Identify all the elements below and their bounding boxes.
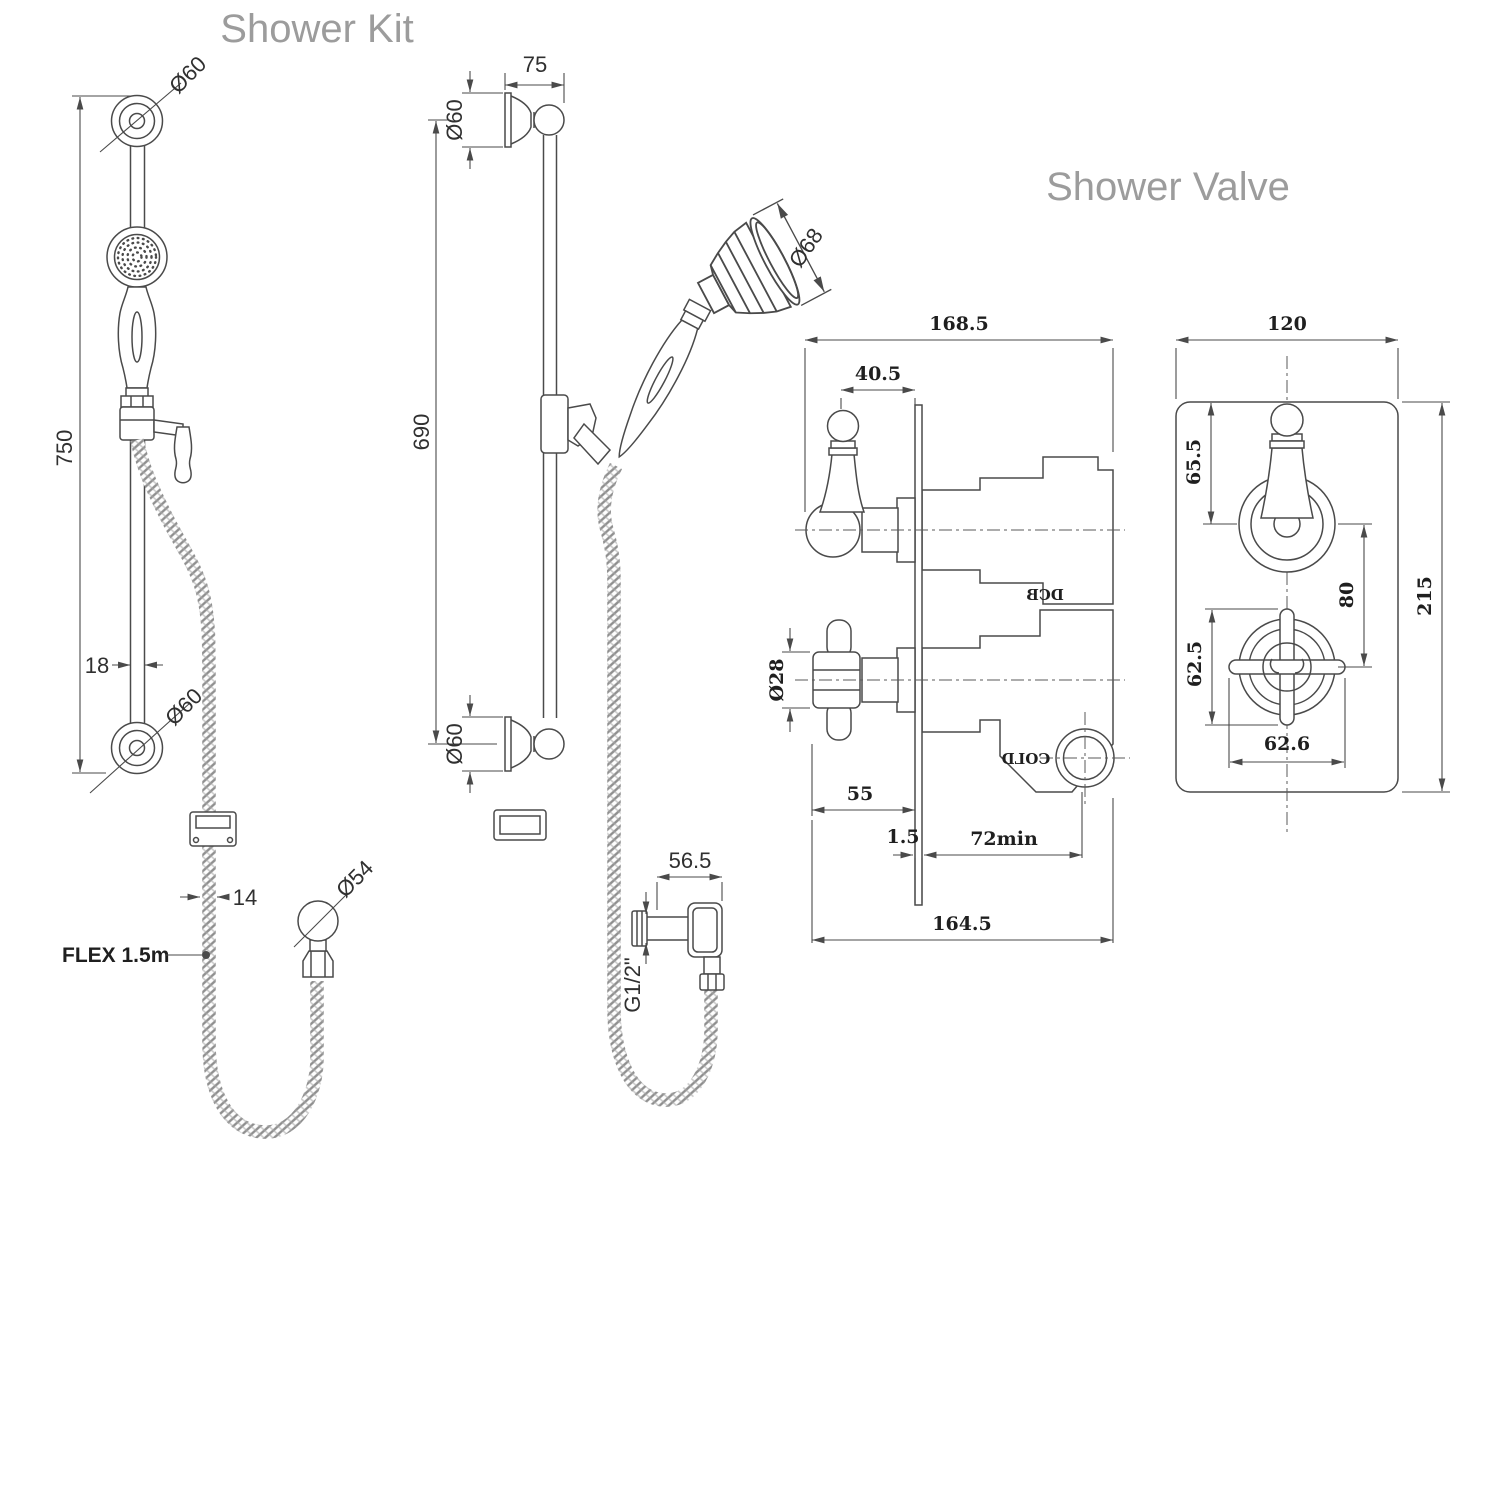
shower-hose: [130, 438, 324, 1139]
lever-handle-side: [805, 409, 916, 563]
handset-handle: [117, 286, 157, 389]
lever-handle-front: [1238, 403, 1336, 573]
hose-connector: Ø54: [293, 855, 378, 978]
ks-label-thread: G1/2": [620, 957, 645, 1013]
outlet-elbow: [631, 902, 725, 991]
vf-label-62-5: 62.5: [1184, 641, 1206, 687]
vs-label-overall: 168.5: [929, 313, 989, 335]
kf-label-flex: FLEX 1.5m: [62, 944, 169, 967]
ks-label-depth75: 75: [523, 52, 547, 77]
kf-label-rail-dia: 18: [85, 653, 109, 678]
dim-plate-thickness: 1.5: [886, 826, 923, 903]
dim-overall-width: 168.5: [804, 313, 1114, 512]
lever-knob: [173, 426, 193, 484]
dim-outlet-depth: 56.5: [656, 848, 723, 910]
kf-label-hose-dia: 14: [233, 885, 257, 910]
slide-rail: [129, 143, 146, 724]
vs-label-cold: COLD: [1002, 750, 1051, 768]
dim-plate-width: 120: [1175, 313, 1399, 399]
slider-side: [540, 394, 612, 466]
vs-label-dcb: DCB: [1026, 586, 1064, 604]
ks-label-bottom-dia: Ø60: [442, 723, 467, 765]
valve-side-view: 168.5 40.5: [766, 313, 1130, 944]
dim-rail-dia: 18: [85, 653, 163, 678]
hose-wall-clip: [189, 811, 237, 847]
vf-label-80: 80: [1336, 582, 1358, 608]
ks-label-outlet: 56.5: [669, 848, 712, 873]
dim-top-handle-offset: 65.5: [1183, 403, 1237, 525]
vs-label-55: 55: [847, 783, 873, 805]
dim-handle-length: 55: [811, 744, 915, 816]
kit-title: Shower Kit: [220, 7, 413, 51]
dim-handle-dia: Ø28: [766, 628, 810, 732]
dim-bar-length: 690: [409, 119, 497, 745]
dim-rail-height: 750: [52, 95, 135, 774]
vf-label-62-6: 62.6: [1264, 733, 1310, 755]
side-bracket-bottom: Ø60: [442, 695, 565, 793]
ks-label-length690: 690: [409, 414, 434, 451]
handset-head: [106, 226, 168, 288]
vs-label-projection: 40.5: [855, 363, 901, 385]
dim-handle-centres: 80: [1336, 523, 1372, 668]
kit-front-view: 750 Ø60: [52, 51, 378, 1139]
dim-min-recess: 72min: [924, 792, 1083, 859]
dim-handle-projection: 40.5: [840, 363, 916, 409]
vs-label-plate: 1.5: [886, 826, 919, 848]
vs-label-dia28: Ø28: [766, 659, 788, 702]
vs-label-recess: 72min: [970, 828, 1038, 850]
dim-cross-height: 62.5: [1184, 608, 1278, 726]
dim-plate-height: 215: [1402, 401, 1450, 793]
kit-side-view: 75 Ø60 690: [409, 52, 832, 1107]
dim-hose-dia: 14: [180, 885, 257, 910]
dim-outlet-thread: G1/2": [620, 892, 650, 1013]
dim-cross-width: 62.6: [1228, 678, 1346, 768]
handset-head-side: [696, 198, 832, 315]
slider-clamp: [119, 387, 193, 484]
flex-note: FLEX 1.5m: [62, 944, 210, 967]
hose-wall-clip-side: [493, 809, 547, 841]
valve-front-view: 120 65.5: [1175, 313, 1450, 836]
dim-bracket-depth: 75: [504, 52, 565, 103]
vf-label-215: 215: [1414, 576, 1436, 616]
valve-title: Shower Valve: [1046, 165, 1290, 209]
cross-handle-front: [1228, 608, 1346, 726]
handset-handle-side: [618, 298, 712, 459]
vs-label-164: 164.5: [932, 913, 992, 935]
vf-label-65: 65.5: [1183, 439, 1205, 485]
kf-label-height: 750: [52, 430, 77, 467]
vf-label-120: 120: [1267, 313, 1307, 335]
dim-body-width: 164.5: [811, 798, 1114, 944]
shower-hose-side: [597, 462, 718, 1107]
